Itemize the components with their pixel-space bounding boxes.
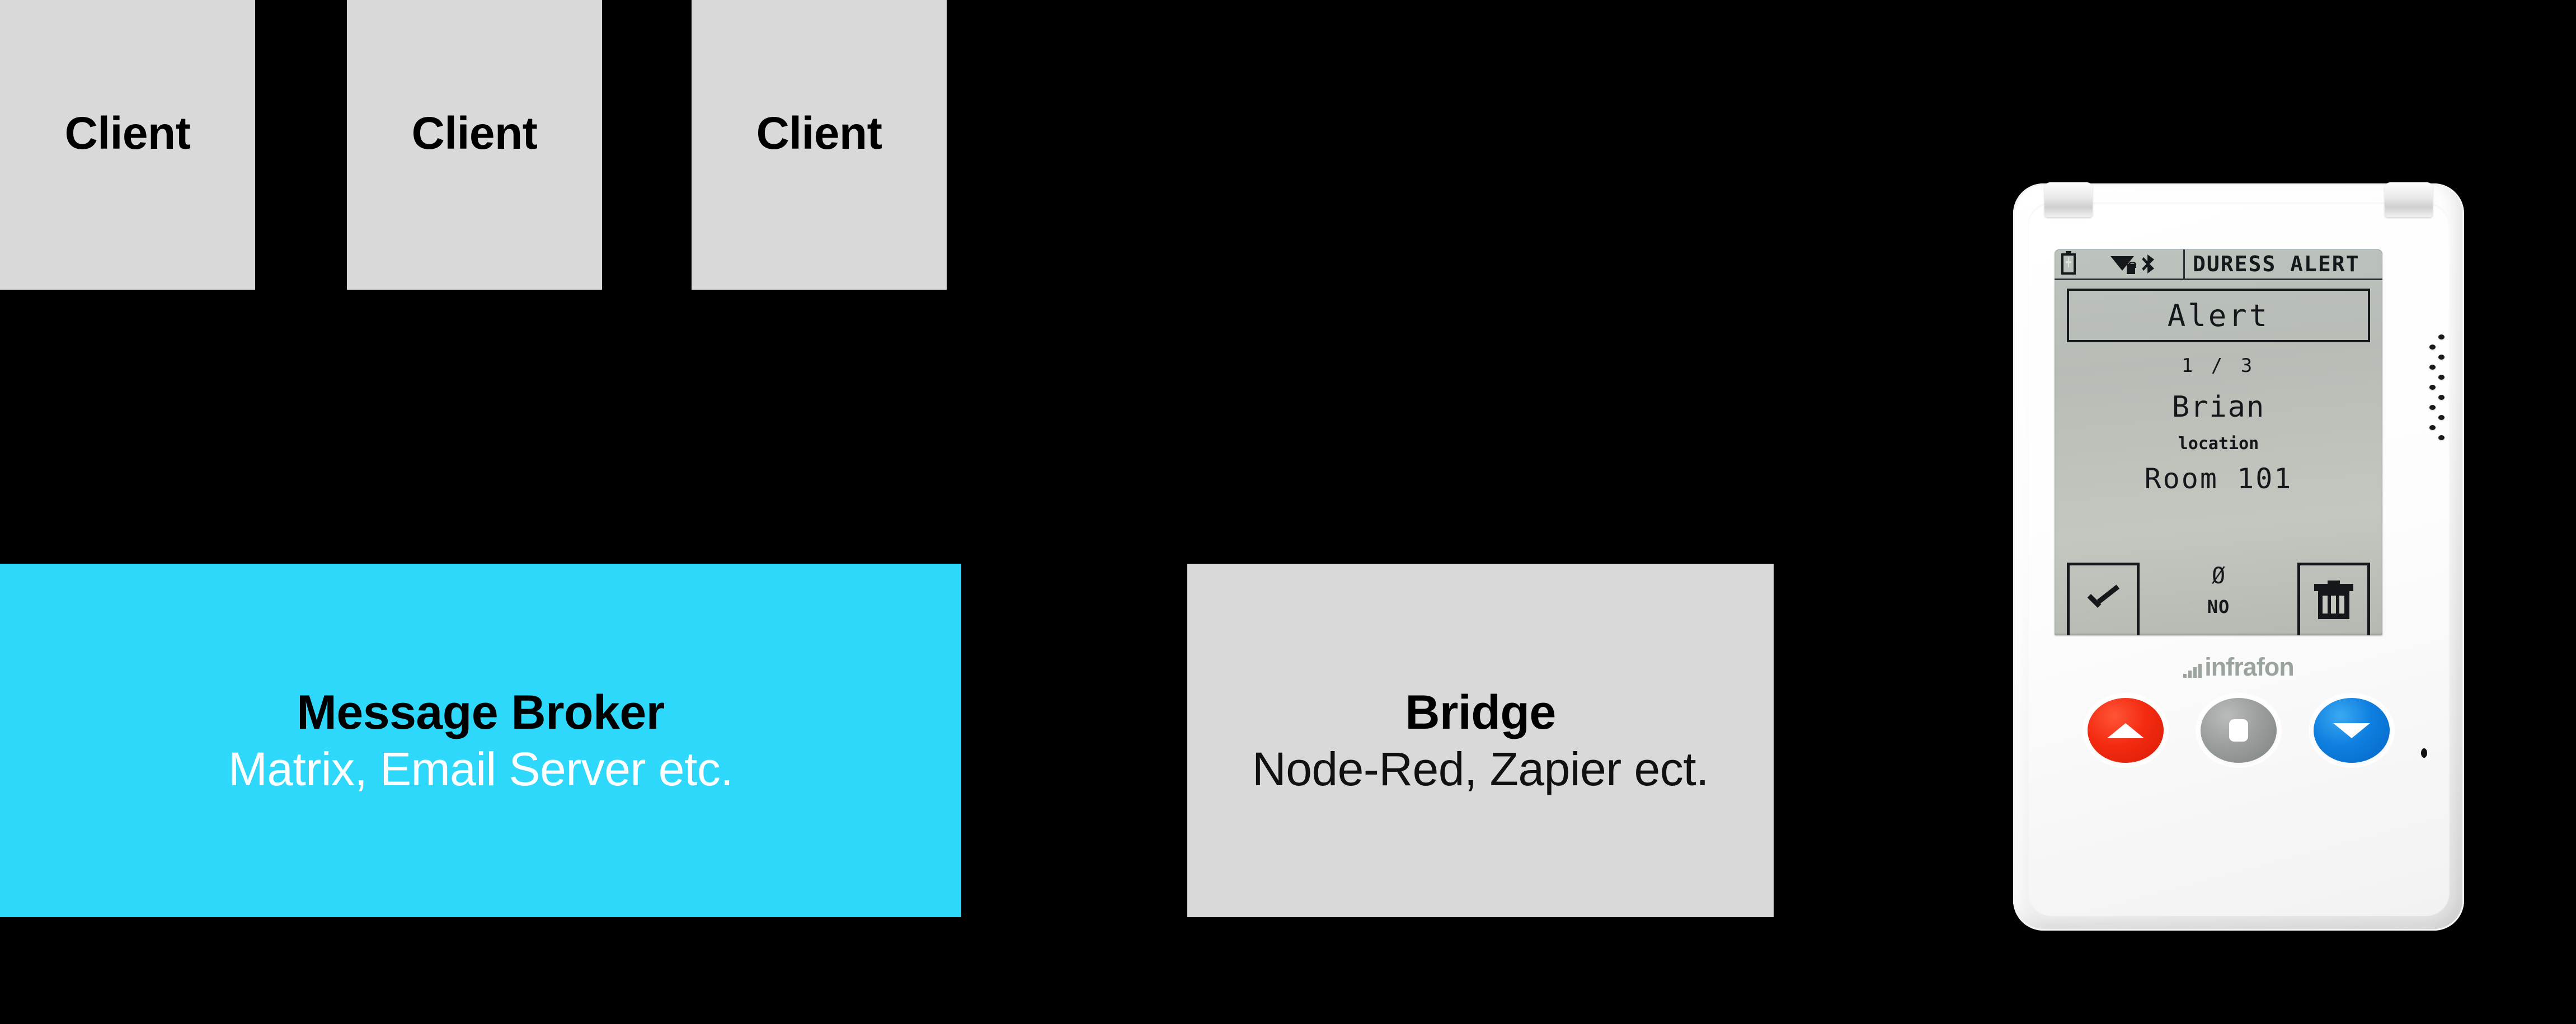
client-box-2[interactable]: Client bbox=[347, 0, 602, 290]
speaker-grille bbox=[2428, 334, 2447, 463]
signal-bars-icon bbox=[2183, 661, 2202, 678]
device-button-row bbox=[2013, 698, 2464, 763]
bridge-title: Bridge bbox=[1405, 685, 1556, 739]
lcd-action-row: Ø NO bbox=[2067, 563, 2370, 635]
lcd-location-value: Room 101 bbox=[2144, 463, 2293, 495]
message-broker-subtitle: Matrix, Email Server etc. bbox=[228, 743, 734, 796]
client-box-1[interactable]: Client bbox=[0, 0, 255, 290]
message-broker-box[interactable]: Message Broker Matrix, Email Server etc. bbox=[0, 564, 961, 917]
bridge-subtitle: Node-Red, Zapier ect. bbox=[1252, 743, 1709, 796]
lcd-content: Alert 1 / 3 Brian location Room 101 bbox=[2055, 279, 2382, 635]
rounded-square-icon bbox=[2229, 719, 2248, 742]
trash-icon bbox=[2314, 580, 2353, 621]
lcd-alert-banner: Alert bbox=[2067, 289, 2370, 342]
lcd-delete-button[interactable] bbox=[2297, 563, 2370, 635]
lcd-status-icons bbox=[2055, 249, 2183, 279]
check-icon bbox=[2086, 589, 2121, 612]
lcd-counter: 1 / 3 bbox=[2181, 355, 2256, 377]
message-broker-title: Message Broker bbox=[297, 685, 665, 739]
brand-logo: infrafon bbox=[2013, 653, 2464, 681]
bluetooth-icon bbox=[2142, 254, 2155, 273]
triangle-down-icon bbox=[2333, 723, 2370, 738]
device-clip-left bbox=[2044, 182, 2093, 217]
lcd-reject-indicator: Ø NO bbox=[2140, 563, 2297, 635]
triangle-up-icon bbox=[2107, 723, 2144, 738]
lcd-status-bar: DURESS ALERT bbox=[2055, 249, 2382, 280]
slashed-zero-icon: Ø bbox=[2211, 563, 2226, 589]
battery-icon bbox=[2061, 251, 2076, 275]
client-label-1: Client bbox=[64, 108, 191, 159]
wifi-secure-icon bbox=[2110, 255, 2136, 274]
lcd-alert-name: Brian bbox=[2171, 390, 2265, 424]
down-button[interactable] bbox=[2314, 698, 2390, 763]
client-label-2: Client bbox=[411, 108, 538, 159]
client-box-3[interactable]: Client bbox=[692, 0, 947, 290]
stop-button[interactable] bbox=[2201, 698, 2277, 763]
device-clip-right bbox=[2385, 182, 2433, 217]
infrafon-device: DURESS ALERT Alert 1 / 3 Brian location … bbox=[2013, 182, 2464, 931]
lcd-no-label: NO bbox=[2207, 596, 2230, 617]
up-button[interactable] bbox=[2088, 698, 2164, 763]
status-led bbox=[2421, 748, 2427, 758]
brand-name: infrafon bbox=[2204, 653, 2294, 681]
client-label-3: Client bbox=[756, 108, 882, 159]
lcd-accept-button[interactable] bbox=[2067, 563, 2140, 635]
lcd-status-divider bbox=[2183, 249, 2185, 279]
device-lcd-screen[interactable]: DURESS ALERT Alert 1 / 3 Brian location … bbox=[2055, 249, 2382, 635]
lcd-status-title: DURESS ALERT bbox=[2193, 252, 2360, 276]
lcd-location-label: location bbox=[2178, 434, 2259, 454]
bridge-box[interactable]: Bridge Node-Red, Zapier ect. bbox=[1187, 564, 1774, 917]
